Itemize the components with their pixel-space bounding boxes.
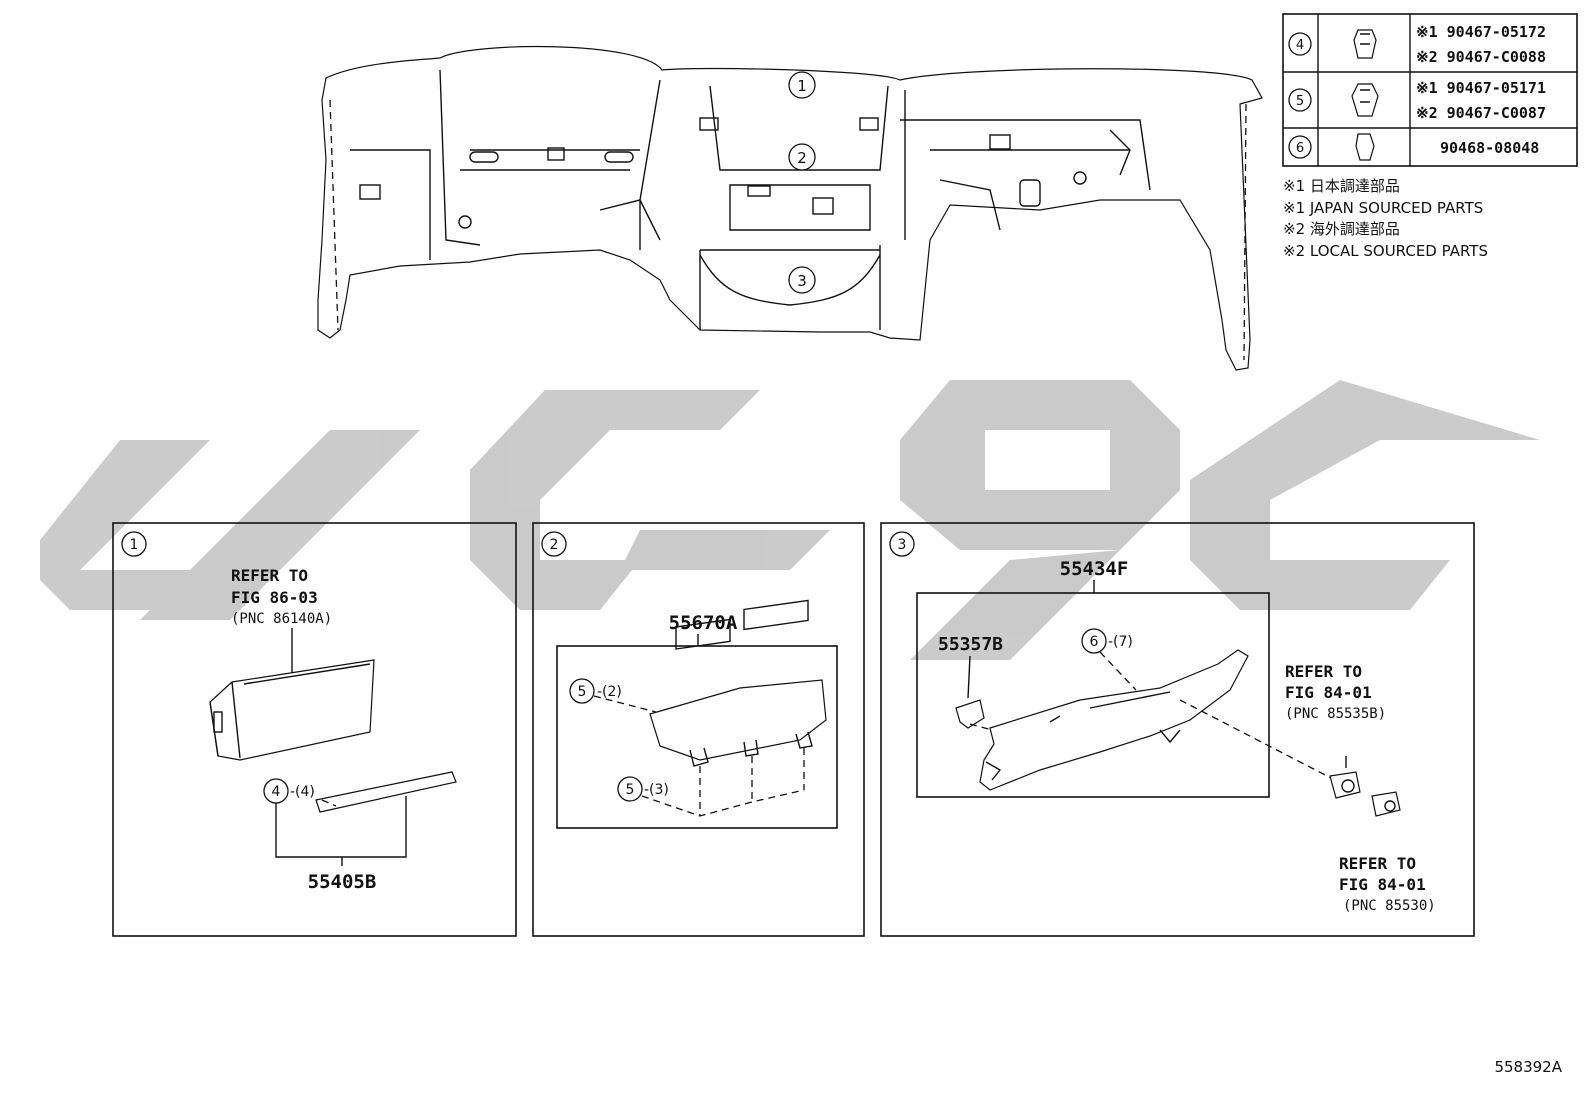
display-unit-drawing <box>209 659 375 761</box>
refer-text: REFER TO <box>1339 854 1416 873</box>
vent-register-drawing <box>649 599 827 767</box>
svg-text:-(2): -(2) <box>597 684 622 700</box>
figure-id: 558392A <box>1494 1058 1562 1076</box>
clip-callout: 5 -(3) <box>617 748 805 817</box>
switch-a-drawing <box>1329 756 1361 799</box>
svg-text:1: 1 <box>797 77 807 95</box>
row-ref: 6 <box>1296 141 1304 156</box>
console-panel-drawing <box>955 649 1249 791</box>
panel-number: 2 <box>550 537 559 553</box>
note-line: ※1 日本調達部品 <box>1283 177 1400 195</box>
detail-panel-1: 1 REFER TO FIG 86-03 (PNC 86140A) 4 -(4)… <box>112 522 517 937</box>
refer-text: (PNC 85535B) <box>1285 706 1386 722</box>
svg-text:2: 2 <box>797 149 807 167</box>
clip-icon <box>1355 133 1375 161</box>
panel-number: 3 <box>898 537 907 553</box>
refer-text: FIG 86-03 <box>231 588 318 607</box>
part-number: ※1 90467-05172 <box>1416 23 1546 41</box>
clip-icon <box>1351 83 1379 117</box>
overview-callout-3: 3 <box>788 266 816 294</box>
parts-table-row: 4 ※1 90467-05172 ※2 90467-C0088 <box>1288 23 1546 66</box>
part-number: 90468-08048 <box>1440 139 1539 157</box>
note-line: ※1 JAPAN SOURCED PARTS <box>1283 199 1483 217</box>
svg-text:5: 5 <box>578 684 587 700</box>
row-ref: 5 <box>1296 94 1304 109</box>
note-line: ※2 LOCAL SOURCED PARTS <box>1283 242 1488 260</box>
part-number: ※1 90467-05171 <box>1416 79 1546 97</box>
notes: ※1 日本調達部品 ※1 JAPAN SOURCED PARTS ※2 海外調達… <box>1283 177 1488 260</box>
clip-callout: 5 -(2) <box>569 678 657 713</box>
part-number: ※2 90467-C0087 <box>1416 104 1546 122</box>
svg-text:4: 4 <box>272 784 281 800</box>
note-line: ※2 海外調達部品 <box>1283 220 1400 238</box>
clip-icon <box>1353 29 1377 59</box>
part-number: ※2 90467-C0088 <box>1416 48 1546 66</box>
part-number: 55405B <box>308 871 377 893</box>
overview-callout-2: 2 <box>788 143 816 171</box>
svg-text:3: 3 <box>797 272 807 290</box>
refer-text: REFER TO <box>231 566 308 585</box>
switch-b-drawing <box>1371 791 1401 817</box>
svg-text:-(4): -(4) <box>290 784 315 800</box>
svg-text:5: 5 <box>626 782 635 798</box>
parts-table-row: 5 ※1 90467-05171 ※2 90467-C0087 <box>1288 79 1546 122</box>
parts-table-row: 6 90468-08048 <box>1288 133 1539 161</box>
refer-text: (PNC 86140A) <box>231 611 332 627</box>
garnish-strip-drawing <box>315 771 457 813</box>
refer-text: REFER TO <box>1285 662 1362 681</box>
sub-part-number: 55357B <box>938 634 1003 655</box>
parts-table: 4 ※1 90467-05172 ※2 90467-C0088 5 ※1 904… <box>1282 13 1578 167</box>
svg-text:-(3): -(3) <box>644 782 669 798</box>
svg-text:-(7): -(7) <box>1108 634 1133 650</box>
svg-text:6: 6 <box>1090 634 1099 650</box>
part-number: 55434F <box>1060 558 1129 580</box>
clip-callout: 4 -(4) <box>263 778 337 807</box>
refer-text: FIG 84-01 <box>1339 875 1426 894</box>
overview-callout-1: 1 <box>788 71 816 99</box>
clip-callout: 6 -(7) <box>1081 628 1137 691</box>
refer-text: (PNC 85530) <box>1343 898 1436 914</box>
row-ref: 4 <box>1296 38 1304 53</box>
dashboard-overview-drawing: 1 2 3 <box>317 45 1263 371</box>
detail-panel-2: 2 55670A 5 -(2) 5 -(3) <box>532 522 865 937</box>
refer-text: FIG 84-01 <box>1285 683 1372 702</box>
panel-number: 1 <box>130 537 139 553</box>
watermark <box>40 380 1540 660</box>
detail-panel-3: 3 55434F 55357B 6 -(7) <box>880 522 1475 937</box>
